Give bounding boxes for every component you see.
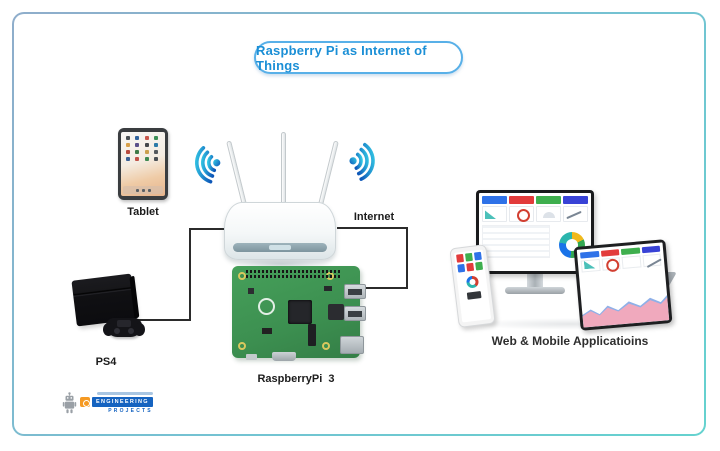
monitor-dashboard [479, 193, 591, 271]
connector-router-to-ps4-h1 [189, 228, 226, 230]
router-antenna-middle [281, 132, 286, 206]
scatter-widget [482, 206, 507, 222]
tablet-label: Tablet [127, 206, 159, 218]
robot-icon [62, 392, 77, 414]
router-front-panel [233, 243, 327, 252]
apps-label: Web & Mobile Applicatioins [491, 334, 649, 348]
ps4-label: PS4 [95, 356, 117, 368]
tablet-dashboard [576, 242, 670, 328]
phone-tiles [454, 249, 485, 274]
sparkline-widget [563, 206, 588, 222]
ethernet-port [340, 336, 364, 354]
monitor-stand-neck [527, 273, 543, 288]
area-chart [581, 290, 669, 327]
logo-url-line [96, 392, 153, 395]
router-antenna-right [317, 140, 339, 210]
logo-projects-text: PROJECTS [108, 408, 153, 414]
usb-port-bottom [344, 306, 366, 321]
dashboard-tablet [573, 239, 673, 331]
tablet-screen [121, 132, 165, 196]
tep-logo: ENGINEERING PROJECTS [62, 392, 153, 414]
donut-widget [509, 206, 534, 222]
wifi-signal-right-icon [349, 142, 375, 181]
soc-chip [288, 300, 312, 324]
phone-bar [466, 291, 482, 300]
connector-router-to-ps4-v [189, 228, 191, 321]
raspberry-logo [258, 298, 275, 315]
router-shadow [232, 259, 330, 269]
lan-chip [328, 304, 344, 320]
tablet-dock [123, 186, 163, 194]
connector-router-to-ps4-h2 [138, 319, 191, 321]
dashboard-list [482, 225, 550, 258]
phone-donut-chart [465, 275, 479, 289]
connector-router-to-pi-h2 [360, 287, 408, 289]
logo-engineering-text: ENGINEERING [92, 397, 153, 407]
ps4-controller [103, 318, 145, 337]
gear-icon [80, 397, 90, 407]
dashboard-widgets [482, 206, 588, 222]
internet-label: Internet [353, 211, 395, 223]
camera-connector [308, 324, 316, 346]
hdmi-port [272, 352, 296, 361]
diagram-title: Raspberry Pi as Internet of Things [254, 41, 463, 74]
connector-router-to-pi-v [406, 227, 408, 289]
monitor-stand-base [505, 287, 565, 294]
desktop-monitor [476, 190, 594, 274]
gpio-pins [246, 270, 342, 278]
dashboard-cards [482, 196, 588, 204]
raspberry-pi-board [232, 266, 366, 361]
raspberry-pi-label: RaspberryPi 3 [257, 373, 335, 385]
phone-dashboard [453, 249, 492, 323]
tablet-device [118, 128, 168, 200]
wifi-signal-left-icon [195, 146, 221, 184]
tablet-app-grid [121, 132, 165, 165]
connector-router-to-pi-h1 [337, 227, 408, 229]
usb-port-top [344, 284, 366, 299]
micro-usb-port [246, 354, 257, 360]
gauge-widget [536, 206, 561, 222]
router-body [224, 202, 336, 260]
dashboard-big-donut [559, 232, 585, 258]
